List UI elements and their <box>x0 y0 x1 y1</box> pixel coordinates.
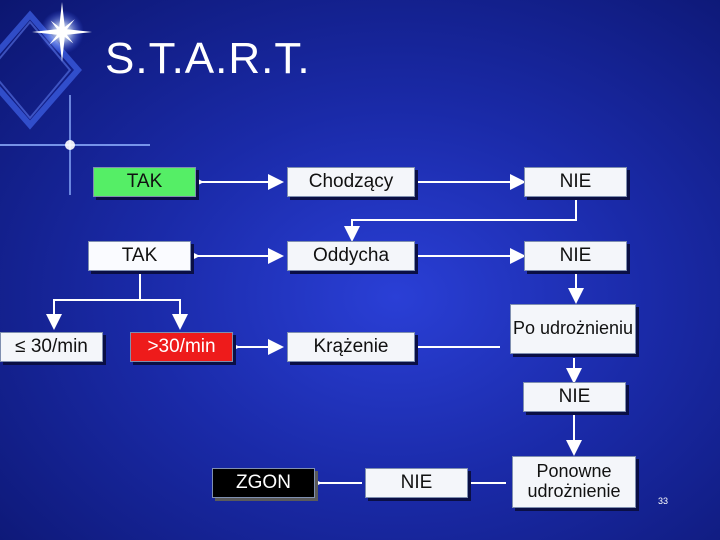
box-rate-low: ≤ 30/min <box>0 332 103 362</box>
box-breathing: Oddycha <box>287 241 415 271</box>
connector-nie-to-breathing <box>352 196 576 238</box>
box-after-clearing: Po udrożnieniu <box>510 304 636 354</box>
connector-tak-to-rate-low <box>54 270 140 326</box>
box-tak-walking: TAK <box>93 167 196 197</box>
box-death: ZGON <box>212 468 315 498</box>
box-nie-breathing: NIE <box>524 241 627 271</box>
box-rate-high: >30/min <box>130 332 233 362</box>
box-nie-walking: NIE <box>524 167 627 197</box>
box-re-clearing: Ponowne udrożnienie <box>512 456 636 508</box>
page-number: 33 <box>658 496 668 506</box>
box-tak-breathing: TAK <box>88 241 191 271</box>
box-nie-after-clearing: NIE <box>523 382 626 412</box>
connector-tak-to-rate-high <box>140 300 180 326</box>
box-circulation: Krążenie <box>287 332 415 362</box>
box-nie-final: NIE <box>365 468 468 498</box>
box-walking: Chodzący <box>287 167 415 197</box>
